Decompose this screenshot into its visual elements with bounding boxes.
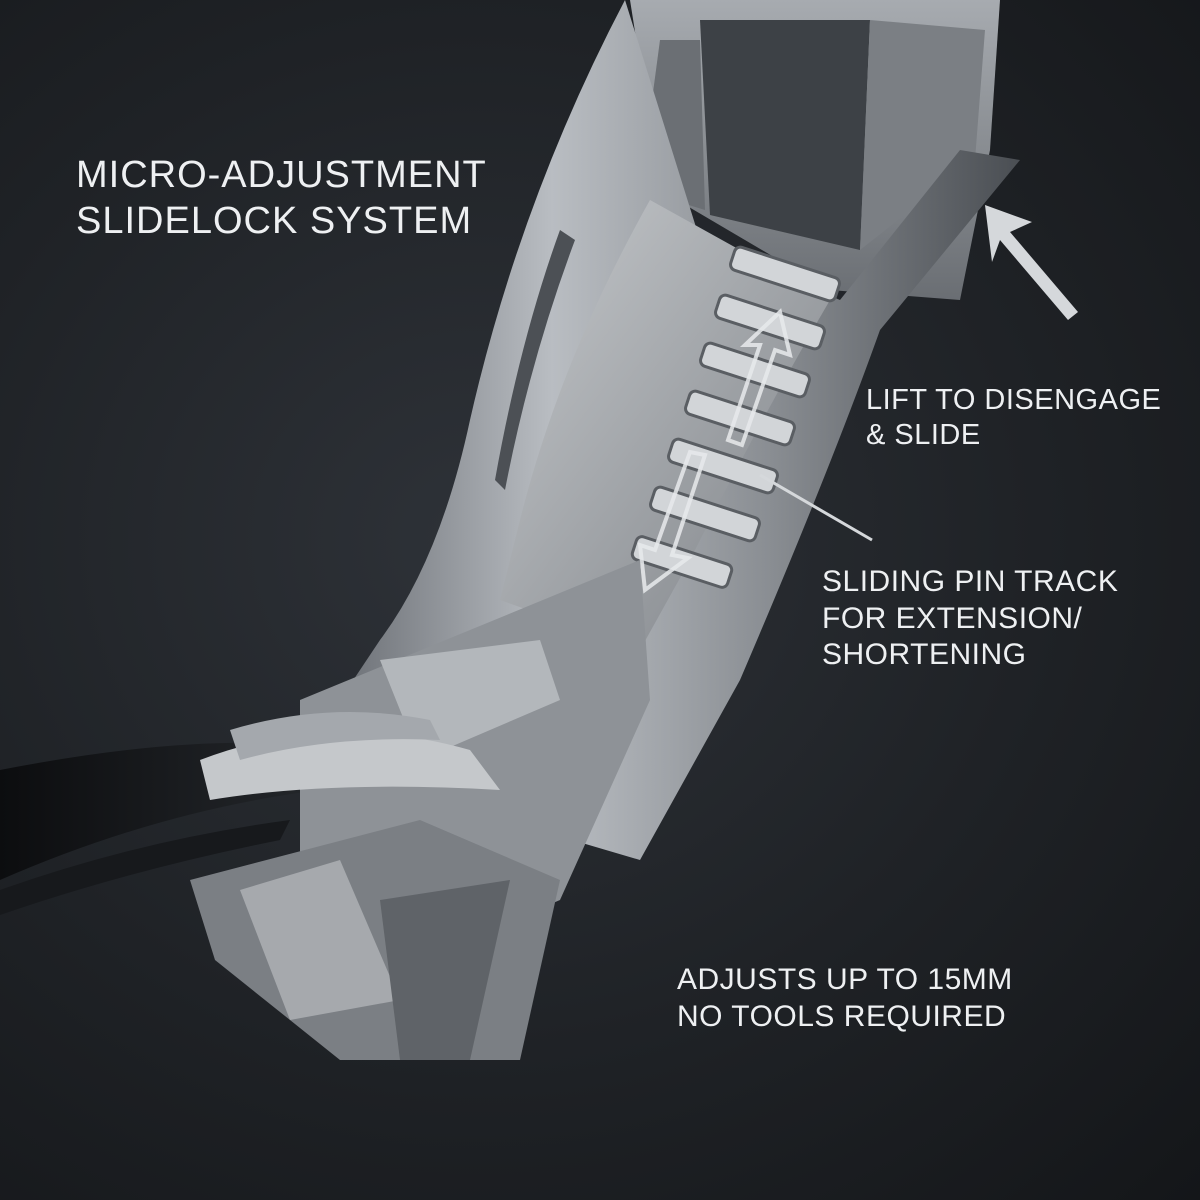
track-leader-line <box>759 473 873 542</box>
strap-lower <box>0 820 290 915</box>
adjust-line-2: NO TOOLS REQUIRED <box>677 999 1007 1033</box>
double-arrow-icon <box>637 308 793 594</box>
adjust-line-1: ADJUSTS UP TO 15MM <box>677 963 1013 996</box>
track-line-1: SLIDING PIN TRACK <box>822 565 1119 598</box>
track-line-2: FOR EXTENSION/ <box>822 601 1083 635</box>
bottom-links <box>190 820 560 1060</box>
title-line-1: MICRO-ADJUSTMENT <box>76 154 487 196</box>
track-line-3: SHORTENING <box>822 638 1027 672</box>
page-title: MICRO-ADJUSTMENT SLIDELOCK SYSTEM <box>76 152 487 245</box>
lift-line-2: & SLIDE <box>866 419 981 452</box>
lift-callout: LIFT TO DISENGAGE & SLIDE <box>866 383 1161 454</box>
adjust-callout: ADJUSTS UP TO 15MM NO TOOLS REQUIRED <box>677 962 1013 1035</box>
track-callout: SLIDING PIN TRACK FOR EXTENSION/ SHORTEN… <box>822 564 1118 674</box>
lift-line-1: LIFT TO DISENGAGE <box>866 384 1162 416</box>
lift-arrow-icon <box>985 205 1078 320</box>
title-line-2: SLIDELOCK SYSTEM <box>76 200 473 243</box>
